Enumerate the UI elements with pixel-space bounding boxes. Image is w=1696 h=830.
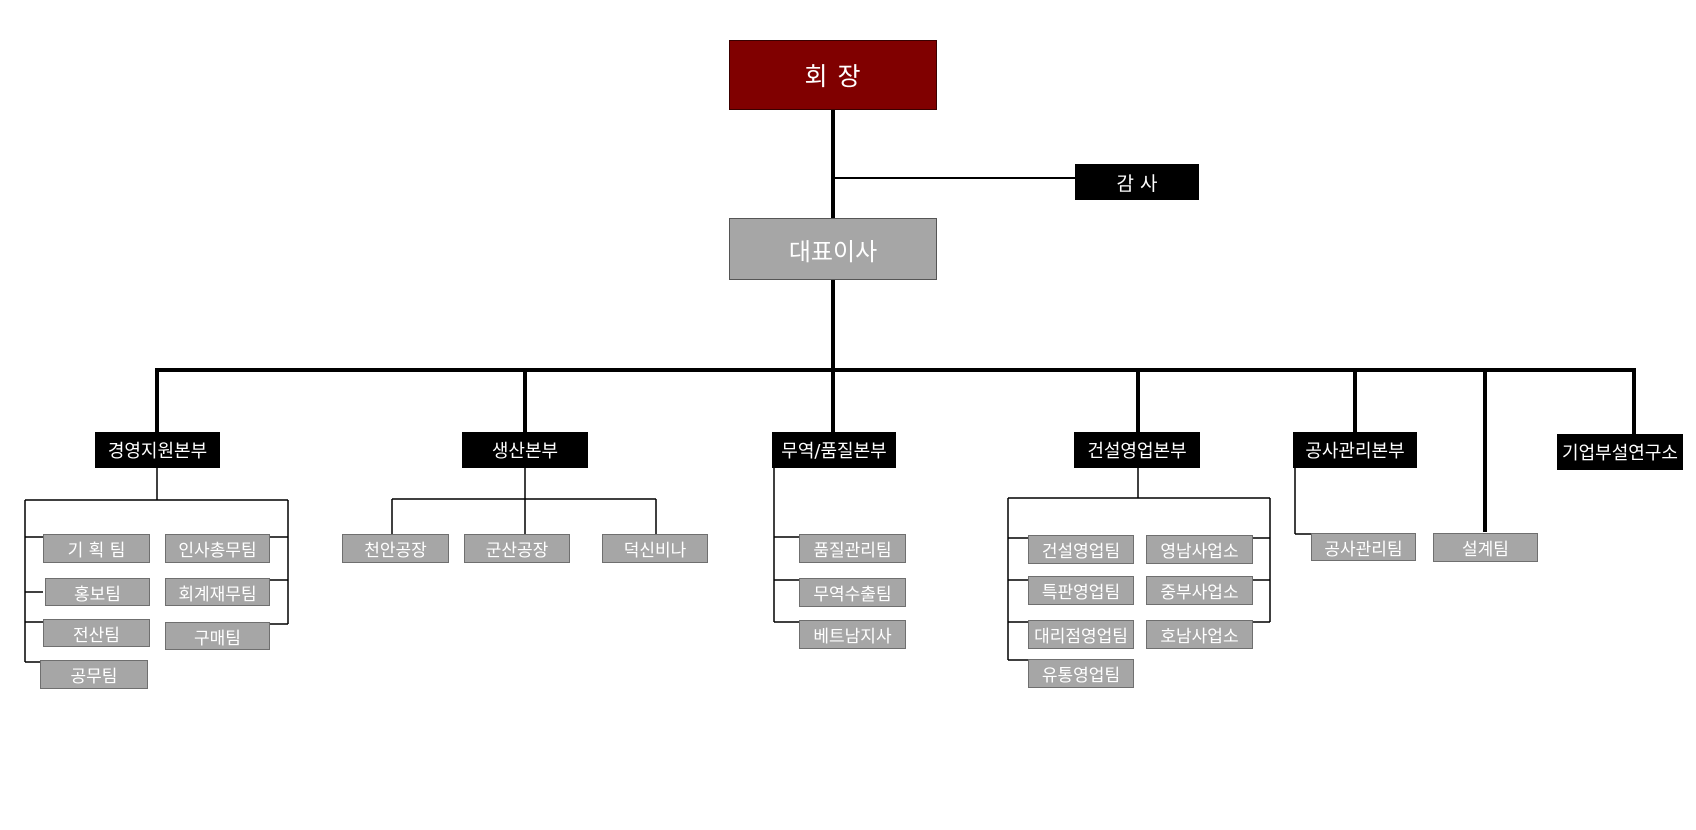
division-production: 생산본부 bbox=[462, 432, 588, 468]
ceo-box: 대표이사 bbox=[729, 218, 937, 280]
chairman-box: 회 장 bbox=[729, 40, 937, 110]
team-yeongnam-office: 영남사업소 bbox=[1146, 535, 1253, 564]
team-honam-office: 호남사업소 bbox=[1146, 620, 1253, 649]
team-hr-general: 인사총무팀 bbox=[165, 534, 270, 563]
division-construction-mgmt: 공사관리본부 bbox=[1293, 432, 1417, 468]
team-public-works: 공무팀 bbox=[40, 660, 148, 689]
team-it: 전산팀 bbox=[43, 619, 150, 647]
team-vietnam-branch: 베트남지사 bbox=[799, 620, 906, 649]
team-trade-export: 무역수출팀 bbox=[799, 578, 906, 607]
team-construction-mgmt: 공사관리팀 bbox=[1311, 533, 1416, 561]
team-pr: 홍보팀 bbox=[45, 578, 150, 606]
team-special-sales: 특판영업팀 bbox=[1028, 576, 1134, 605]
team-planning: 기 획 팀 bbox=[43, 534, 150, 563]
team-accounting-finance: 회계재무팀 bbox=[165, 578, 270, 606]
team-construction-sales: 건설영업팀 bbox=[1028, 535, 1134, 564]
division-research-institute: 기업부설연구소 bbox=[1557, 434, 1683, 470]
team-cheonan-plant: 천안공장 bbox=[342, 534, 449, 563]
team-design: 설계팀 bbox=[1433, 533, 1538, 562]
division-management-support: 경영지원본부 bbox=[95, 432, 220, 468]
team-purchasing: 구매팀 bbox=[165, 622, 270, 650]
team-duksin-vina: 덕신비나 bbox=[602, 534, 708, 563]
team-quality-control: 품질관리팀 bbox=[799, 534, 906, 563]
team-distribution-sales: 유통영업팀 bbox=[1028, 659, 1134, 688]
auditor-box: 감 사 bbox=[1075, 164, 1199, 200]
division-construction-sales: 건설영업본부 bbox=[1074, 432, 1200, 468]
team-gunsan-plant: 군산공장 bbox=[464, 534, 570, 563]
team-dealer-sales: 대리점영업팀 bbox=[1028, 620, 1134, 649]
division-trade-quality: 무역/품질본부 bbox=[772, 432, 896, 468]
team-jungbu-office: 중부사업소 bbox=[1146, 576, 1253, 605]
